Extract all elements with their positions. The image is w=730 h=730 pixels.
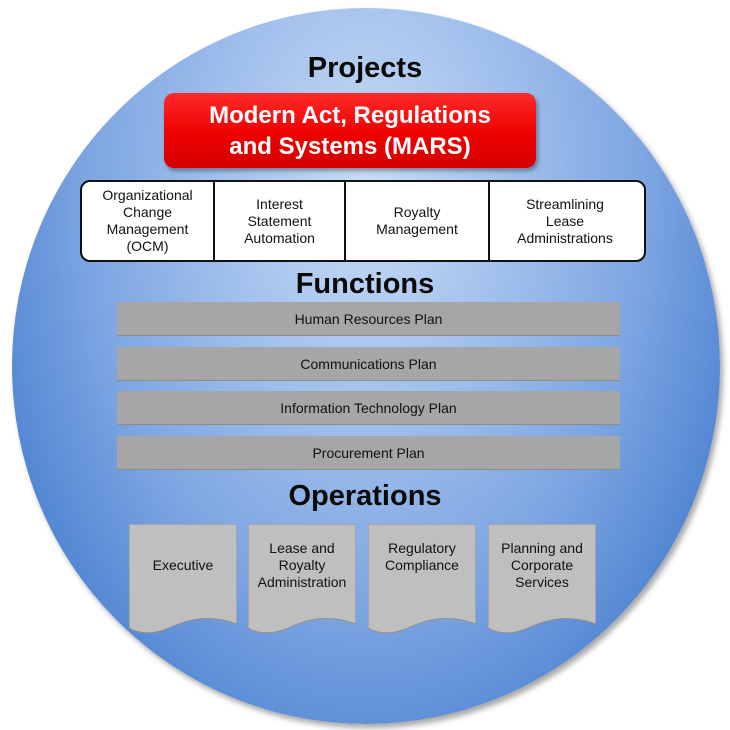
project-streamlining-line-3: Administrations <box>517 229 613 246</box>
project-ocm-line-4: (OCM) <box>126 238 169 254</box>
project-ocm-line-2: Change <box>122 204 173 220</box>
project-ocm-line-3: Management <box>106 221 189 237</box>
operation-executive-line-1: Executive <box>152 557 214 573</box>
project-royalty-line-2: Management <box>376 221 458 237</box>
operation-lease-royalty: Lease and Royalty Administration <box>248 524 356 636</box>
operation-planning-line-3: Services <box>515 574 569 590</box>
project-ocm-line-1: Organizational <box>102 187 193 203</box>
function-information-technology: Information Technology Plan <box>117 391 620 425</box>
mars-banner: Modern Act, Regulations and Systems (MAR… <box>164 93 536 168</box>
operation-regulatory-line-1: Regulatory <box>388 540 456 556</box>
document-shape <box>368 524 476 634</box>
operation-planning-line-1: Planning and <box>501 540 583 556</box>
function-human-resources: Human Resources Plan <box>117 302 620 336</box>
operation-lease-line-3: Administration <box>257 574 347 590</box>
project-ocm: Organizational Change Management (OCM) <box>82 182 215 260</box>
operation-regulatory-line-2: Compliance <box>385 557 459 573</box>
functions-title: Functions <box>295 268 435 300</box>
operation-lease-line-2: Royalty <box>278 557 326 573</box>
document-shape <box>129 524 237 634</box>
project-interest-line-1: Interest <box>256 195 303 212</box>
project-royalty-line-1: Royalty <box>393 204 441 220</box>
project-streamlining-line-1: Streamlining <box>526 195 604 212</box>
operation-executive: Executive <box>129 524 237 636</box>
document-shape <box>488 524 596 634</box>
operations-title: Operations <box>288 480 442 512</box>
project-interest-statement: Interest Statement Automation <box>215 182 346 260</box>
operation-planning-line-2: Corporate <box>510 557 574 573</box>
projects-title: Projects <box>307 52 423 84</box>
project-interest-line-3: Automation <box>244 229 315 246</box>
operation-regulatory-compliance: Regulatory Compliance <box>368 524 476 636</box>
project-interest-line-2: Statement <box>247 212 312 229</box>
document-shape <box>248 524 356 634</box>
operation-lease-line-1: Lease and <box>269 540 335 556</box>
operation-planning-corporate: Planning and Corporate Services <box>488 524 596 636</box>
projects-bar: Organizational Change Management (OCM) I… <box>80 180 646 262</box>
project-streamlining: Streamlining Lease Administrations <box>490 182 640 260</box>
mars-label-line-2: and Systems (MARS) <box>229 132 471 160</box>
project-royalty-management: Royalty Management <box>346 182 490 260</box>
project-streamlining-line-2: Lease <box>545 212 585 229</box>
function-procurement: Procurement Plan <box>117 436 620 470</box>
function-communications: Communications Plan <box>117 347 620 381</box>
mars-label-line-1: Modern Act, Regulations <box>209 101 491 129</box>
